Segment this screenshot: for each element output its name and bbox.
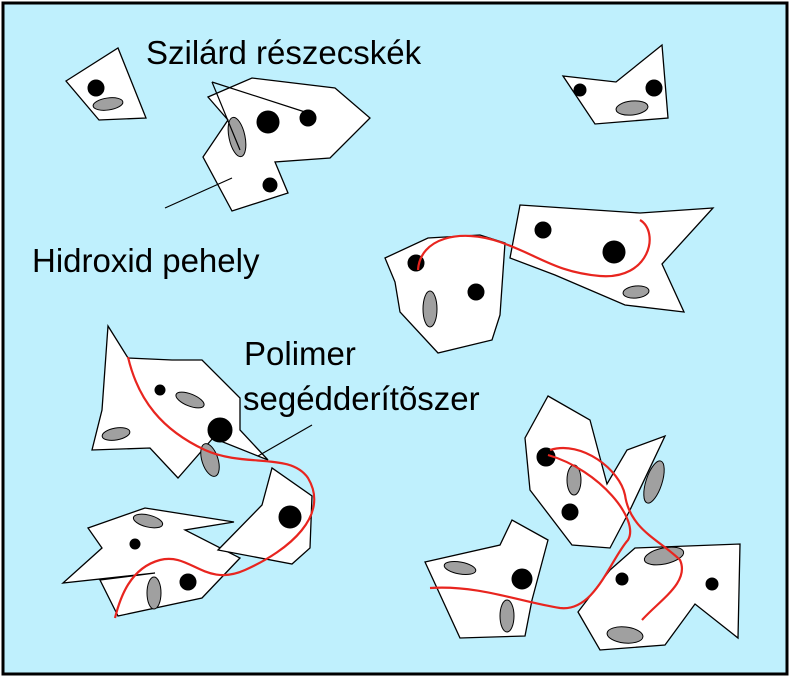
solid-particle xyxy=(574,84,586,96)
solid-particle xyxy=(279,506,301,528)
label-polymer-line1: Polimer xyxy=(244,335,356,372)
solid-particle xyxy=(512,569,532,589)
label-hydroxide-floc: Hidroxid pehely xyxy=(32,242,260,279)
solid-particle xyxy=(130,539,140,549)
label-polymer-line2: segédderítõszer xyxy=(243,380,480,417)
solid-particle-gray xyxy=(147,577,161,609)
solid-particle xyxy=(706,578,718,590)
solid-particle xyxy=(208,418,232,442)
solid-particle xyxy=(263,178,277,192)
solid-particle xyxy=(646,80,662,96)
solid-particle xyxy=(535,222,551,238)
solid-particle xyxy=(300,110,316,126)
solid-particle xyxy=(468,284,484,300)
solid-particle xyxy=(257,111,279,133)
solid-particle xyxy=(88,80,104,96)
solid-particle xyxy=(155,385,165,395)
solid-particle xyxy=(603,241,625,263)
label-solid-particles: Szilárd részecskék xyxy=(146,34,422,71)
solid-particle-gray xyxy=(423,291,437,327)
solid-particle-gray xyxy=(500,600,514,632)
solid-particle xyxy=(562,504,578,520)
solid-particle xyxy=(616,573,628,585)
solid-particle xyxy=(180,574,196,590)
